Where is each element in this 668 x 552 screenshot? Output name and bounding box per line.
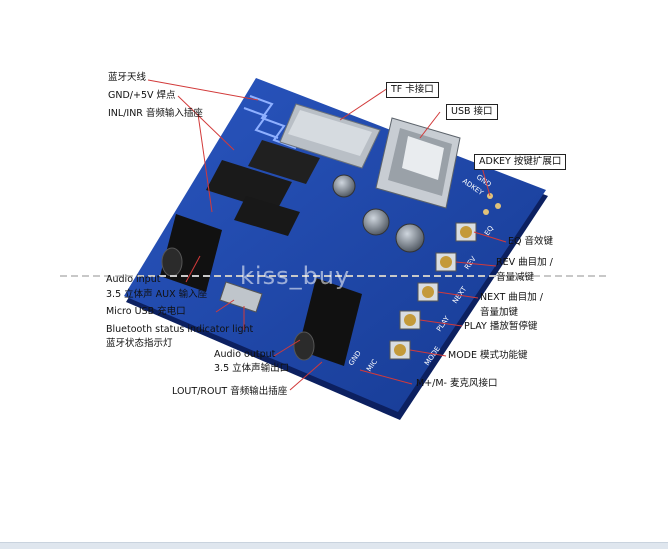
label-rev-2: 音量减键 [496,272,535,283]
callout-lines [147,79,507,391]
label-audio-output: Audio output [214,349,276,360]
label-next-2: 音量加键 [480,307,519,318]
label-inl-inr: INL/INR 音频输入插座 [108,108,203,119]
audio-output-jack [293,278,362,366]
label-adkey: ADKEY 按键扩展口 [474,154,567,170]
label-antenna: 蓝牙天线 [108,72,147,83]
label-bt-led-cn: 蓝牙状态指示灯 [106,338,173,349]
label-gnd5v: GND/+5V 焊点 [108,90,176,101]
label-mic: M+/M- 麦克风接口 [416,378,498,389]
watermark-text: kiss_buy [240,262,351,290]
label-next-1: NEXT 曲目加 / [480,292,543,303]
ic-chip [206,140,320,236]
label-rev-1: REV 曲目加 / [496,257,553,268]
label-aux-input: 3.5 立体声 AUX 输入座 [106,289,208,300]
label-audio-input: Audio input [106,274,161,285]
label-tf: TF 卡接口 [386,82,439,98]
label-usb: USB 接口 [446,104,498,120]
audio-input-jack [160,214,222,292]
usb-port [375,117,461,209]
micro-usb-port [219,281,263,313]
label-micro-usb: Micro USB 充电口 [106,306,186,317]
label-eq: EQ 音效键 [508,236,553,247]
label-stereo-output: 3.5 立体声输出口 [214,363,290,374]
label-lout-rout: LOUT/ROUT 音频输出插座 [172,386,288,397]
label-play: PLAY 播放暂停键 [464,321,538,332]
tactile-buttons [389,222,477,360]
bottom-bar [0,542,668,549]
tf-card-slot [279,103,381,169]
capacitor [332,174,425,253]
antenna-trace [243,95,297,149]
label-bt-led: Bluetooth status indicator light [106,324,254,335]
label-mode: MODE 模式功能键 [448,350,528,361]
